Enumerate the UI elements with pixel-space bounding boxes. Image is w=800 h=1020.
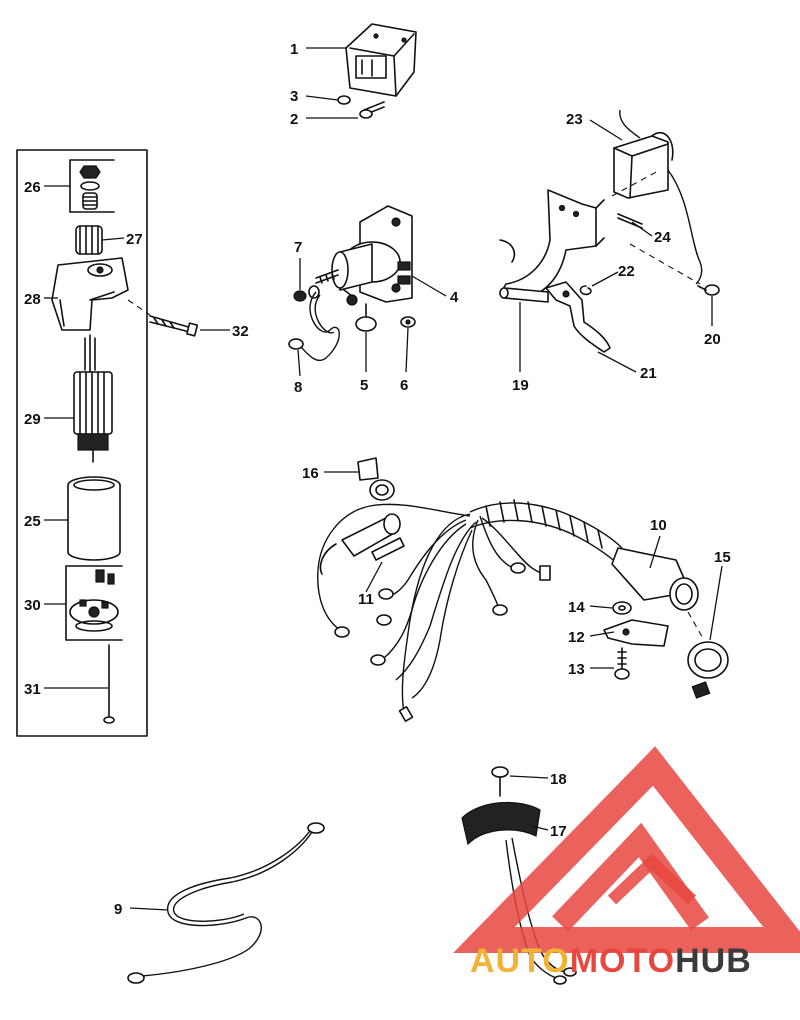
pin-19 xyxy=(499,287,549,303)
commutator-end-head xyxy=(65,565,123,641)
starter-solenoid-top xyxy=(345,23,417,97)
callout-17: 17 xyxy=(550,823,567,840)
leader-lines xyxy=(44,47,723,911)
callout-21: 21 xyxy=(640,365,657,382)
callout-7: 7 xyxy=(294,239,302,256)
screw-18 xyxy=(491,766,509,797)
drive-pinion xyxy=(75,225,103,255)
solenoid-assembly xyxy=(315,205,413,306)
starter-group-frame xyxy=(16,149,148,737)
watermark-logo: AUTOMOTOHUB xyxy=(453,746,800,980)
callout-29: 29 xyxy=(24,411,41,428)
callout-30: 30 xyxy=(24,597,41,614)
nut-7 xyxy=(293,285,320,302)
callout-14: 14 xyxy=(568,599,585,616)
hose-clamp-15 xyxy=(687,641,729,699)
screw-13 xyxy=(614,647,630,680)
lockwasher-3 xyxy=(337,95,351,105)
fuse-holder-11 xyxy=(319,513,405,575)
callout-12: 12 xyxy=(568,629,585,646)
solenoid-23 xyxy=(613,109,703,285)
screw-5 xyxy=(355,303,377,332)
arm-21 xyxy=(545,281,611,353)
callout-10: 10 xyxy=(650,517,667,534)
callout-11: 11 xyxy=(358,591,374,608)
callout-32: 32 xyxy=(232,323,249,340)
axis-line-32 xyxy=(127,299,151,316)
wiring-harness xyxy=(317,499,699,722)
callout-9: 9 xyxy=(114,901,122,918)
callout-31: 31 xyxy=(24,681,41,698)
mounting-bracket xyxy=(499,189,605,298)
watermark-text-moto: MOTO xyxy=(570,942,675,980)
frame-bolt xyxy=(149,315,199,337)
armature xyxy=(73,334,113,463)
callout-1: 1 xyxy=(290,41,298,58)
screw-20 xyxy=(697,284,720,296)
axis-line-bracket xyxy=(611,169,661,197)
callout-27: 27 xyxy=(126,231,143,248)
callout-16: 16 xyxy=(302,465,319,482)
axis-line-harness xyxy=(687,611,705,641)
callout-23: 23 xyxy=(566,111,583,128)
callout-13: 13 xyxy=(568,661,585,678)
callout-18: 18 xyxy=(550,771,567,788)
watermark-arrow xyxy=(607,853,697,905)
watermark-text-auto: AUTO xyxy=(470,942,570,980)
washer-14 xyxy=(612,601,632,615)
motor-housing xyxy=(67,476,121,561)
callout-24: 24 xyxy=(654,229,671,246)
callout-15: 15 xyxy=(714,549,731,566)
watermark-text-hub: HUB xyxy=(675,942,752,980)
callout-20: 20 xyxy=(704,331,721,348)
cable-8 xyxy=(288,291,340,362)
svg-text:AUTOMOTOHUB: AUTOMOTOHUB xyxy=(470,942,752,980)
battery-cable-9 xyxy=(127,822,325,984)
nut-6 xyxy=(400,316,416,328)
callout-4: 4 xyxy=(450,289,459,306)
drive-end-frame xyxy=(51,257,129,331)
watermark-triangle-outer xyxy=(453,746,800,953)
starter-nut-washer-group xyxy=(69,159,115,213)
clamp-16 xyxy=(357,457,395,501)
callout-25: 25 xyxy=(24,513,41,530)
callout-6: 6 xyxy=(400,377,408,394)
callout-3: 3 xyxy=(290,88,298,105)
screw-2 xyxy=(359,101,385,119)
callout-5: 5 xyxy=(360,377,368,394)
callout-2: 2 xyxy=(290,111,298,128)
callout-28: 28 xyxy=(24,291,41,308)
clamp-12 xyxy=(603,619,669,647)
axis-line-23-20 xyxy=(629,243,701,285)
through-bolt xyxy=(103,644,115,724)
callout-22: 22 xyxy=(618,263,635,280)
clip-22 xyxy=(579,285,592,296)
callout-26: 26 xyxy=(24,179,41,196)
callout-19: 19 xyxy=(512,377,529,394)
callout-8: 8 xyxy=(294,379,302,396)
